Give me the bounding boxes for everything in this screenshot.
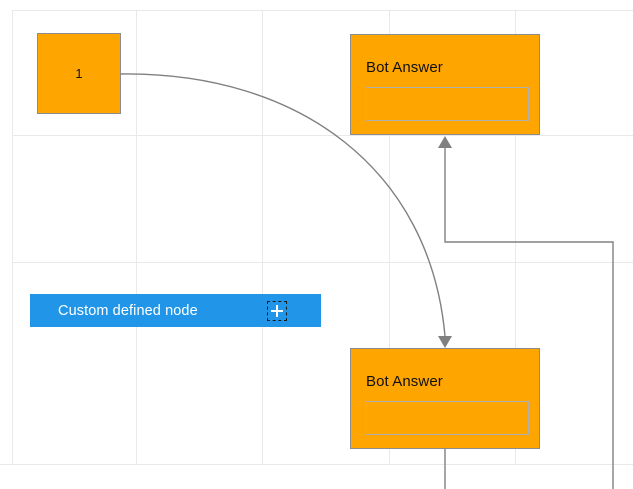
arrowhead-up-icon [438, 136, 452, 148]
plus-icon[interactable] [267, 300, 287, 321]
node-bot-answer-bottom-slot[interactable] [365, 401, 529, 435]
node-bot-answer-bottom-title: Bot Answer [366, 373, 443, 390]
node-bot-answer-top-slot[interactable] [365, 87, 529, 121]
node-one-label: 1 [75, 66, 83, 81]
node-bot-answer-bottom[interactable]: Bot Answer [350, 348, 540, 449]
node-bot-answer-top[interactable]: Bot Answer [350, 34, 540, 135]
custom-defined-node-label: Custom defined node [58, 302, 198, 319]
node-bot-answer-top-title: Bot Answer [366, 59, 443, 76]
arrowhead-down-icon [438, 336, 452, 348]
custom-defined-node-bar[interactable]: Custom defined node [30, 294, 321, 327]
node-one[interactable]: 1 [37, 33, 121, 114]
